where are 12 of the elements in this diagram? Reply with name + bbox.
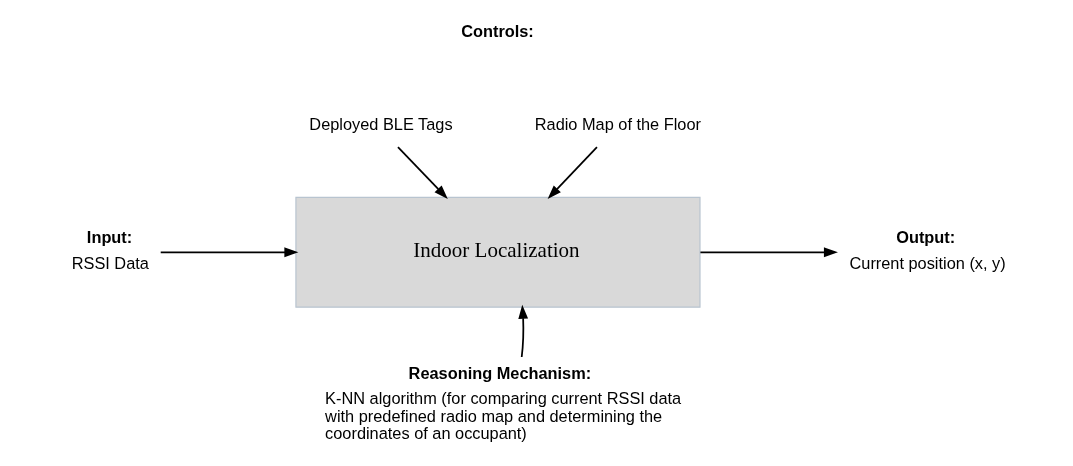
arrow bbox=[518, 304, 529, 358]
node-text: Deployed BLE Tags bbox=[309, 115, 453, 134]
arrow bbox=[547, 146, 598, 199]
node-text: Output: Current position (x, y) bbox=[849, 228, 1006, 272]
arrow bbox=[397, 146, 448, 199]
node-text: Reasoning Mechanism: K-NN algorithm (for comparing current RSSI data with predefined radio map and determining the coordinates of an occupant) bbox=[325, 363, 682, 443]
node-box: Indoor Localization bbox=[295, 196, 701, 308]
arrow bbox=[159, 247, 299, 258]
node-text: Input: RSSI Data bbox=[71, 228, 149, 272]
node-text: Radio Map of the Floor bbox=[534, 115, 701, 134]
label: Controls: bbox=[461, 22, 534, 41]
arrow bbox=[699, 247, 838, 258]
